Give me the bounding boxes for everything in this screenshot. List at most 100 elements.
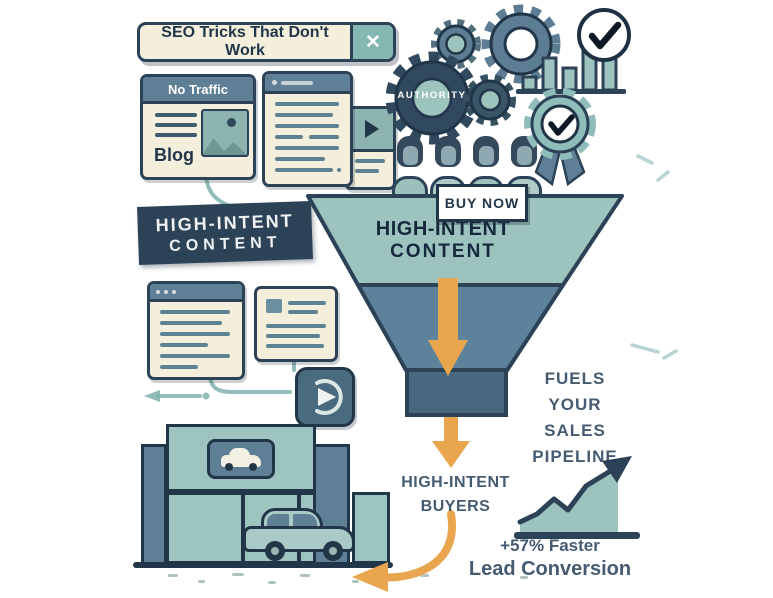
content-card xyxy=(254,286,338,362)
car-wheel xyxy=(323,541,343,561)
text-line xyxy=(266,324,326,328)
text-line xyxy=(160,310,230,314)
text-line xyxy=(355,159,385,163)
article-document xyxy=(262,71,353,187)
window-dot xyxy=(164,289,168,294)
side-banner-line2: CONTENT xyxy=(168,233,282,255)
text-line xyxy=(155,113,197,117)
image-placeholder xyxy=(201,109,249,157)
gear-small2-icon xyxy=(464,74,516,126)
blog-window: No Traffic Blog xyxy=(140,74,256,180)
small-left-arrow-icon xyxy=(144,390,160,402)
buy-now-button[interactable]: BUY NOW xyxy=(436,184,528,222)
window-dot xyxy=(156,289,160,294)
right-window xyxy=(352,492,390,564)
text-line xyxy=(266,344,324,348)
thumb-square xyxy=(266,299,282,313)
conversion-stat-line1: +57% Faster xyxy=(500,536,600,555)
text-line xyxy=(155,123,197,127)
pipeline-caption-line: PIPELINE xyxy=(532,447,618,466)
article-header xyxy=(265,74,350,94)
car-window xyxy=(267,514,289,527)
browser-header xyxy=(150,284,242,302)
no-traffic-label: No Traffic xyxy=(168,81,228,97)
connector-dot xyxy=(202,392,210,400)
text-line xyxy=(266,334,320,338)
text-line xyxy=(155,133,197,137)
text-dot xyxy=(337,168,341,172)
pipeline-caption-line: SALES xyxy=(544,421,606,440)
buyers-caption: HIGH-INTENT BUYERS xyxy=(388,471,523,519)
text-line xyxy=(160,343,208,347)
text-line xyxy=(275,168,333,172)
person-body xyxy=(392,176,428,198)
text-line xyxy=(275,113,333,117)
side-banner-line1: HIGH-INTENT xyxy=(155,210,294,235)
pipeline-caption-line: YOUR xyxy=(548,395,602,414)
dealership-building xyxy=(133,415,393,570)
person-face xyxy=(403,146,418,165)
sign-car-wheel xyxy=(249,463,257,471)
seo-tricks-banner: SEO Tricks That Don't Work ✕ xyxy=(137,22,396,62)
left-pillar xyxy=(141,444,167,566)
window-dot xyxy=(172,289,176,294)
sign-car-wheel xyxy=(225,463,233,471)
high-intent-side-banner: HIGH-INTENT CONTENT xyxy=(137,200,313,266)
text-line xyxy=(355,169,379,173)
funnel-down-arrow xyxy=(428,278,468,376)
doc-icon xyxy=(272,80,277,85)
gear-large-icon xyxy=(481,4,561,84)
car-body xyxy=(243,526,355,552)
facade xyxy=(166,424,316,492)
text-line xyxy=(160,321,222,325)
text-line xyxy=(275,157,325,161)
window-divider xyxy=(241,495,245,561)
wheel-hub xyxy=(329,547,337,555)
authority-bar-chart xyxy=(516,28,626,94)
blog-caption: Blog xyxy=(154,145,194,165)
text-line xyxy=(309,135,339,139)
text-line xyxy=(160,332,230,336)
conversion-stat: +57% Faster Lead Conversion xyxy=(425,536,675,581)
ground-line xyxy=(133,562,393,568)
buyers-caption-line1: HIGH-INTENT xyxy=(401,474,510,491)
check-circle-icon xyxy=(577,8,631,62)
sign-car-roof xyxy=(229,448,250,457)
buyers-caption-line2: BUYERS xyxy=(420,498,491,515)
text-line xyxy=(275,135,303,139)
text-line xyxy=(275,146,339,150)
close-icon[interactable]: ✕ xyxy=(350,25,393,59)
funnel-title: HIGH-INTENT CONTENT xyxy=(363,218,523,263)
video-thumb[interactable] xyxy=(347,109,393,152)
text-line xyxy=(275,124,339,128)
browser-window xyxy=(147,281,245,380)
seo-tricks-banner-label: SEO Tricks That Don't Work xyxy=(161,24,329,59)
person-face xyxy=(479,146,494,165)
image-sun-dot xyxy=(227,118,236,127)
authority-label: AUTHORITY xyxy=(397,90,467,101)
text-line xyxy=(288,310,318,314)
conversion-stat-line2: Lead Conversion xyxy=(468,558,632,580)
person-face xyxy=(517,146,532,165)
person-face xyxy=(441,146,456,165)
pipeline-caption: FUELS YOUR SALES PIPELINE xyxy=(505,366,645,470)
car-window xyxy=(293,514,317,527)
person-figure xyxy=(392,136,428,198)
car xyxy=(243,508,355,561)
text-line xyxy=(288,301,326,305)
header-line xyxy=(281,80,313,85)
car-sign xyxy=(207,439,275,479)
teal-accent-marks xyxy=(630,154,678,360)
image-mountains xyxy=(203,138,247,155)
funnel-title-line2: CONTENT xyxy=(390,241,496,262)
wheel-hub xyxy=(271,547,279,555)
spout-down-arrow xyxy=(432,417,470,468)
car-wheel xyxy=(265,541,285,561)
blog-window-header: No Traffic xyxy=(143,77,253,104)
pipeline-caption-line: FUELS xyxy=(544,369,606,388)
text-line xyxy=(160,365,198,369)
play-icon xyxy=(365,120,379,138)
gear-small-icon xyxy=(431,19,481,69)
text-line xyxy=(160,354,230,358)
